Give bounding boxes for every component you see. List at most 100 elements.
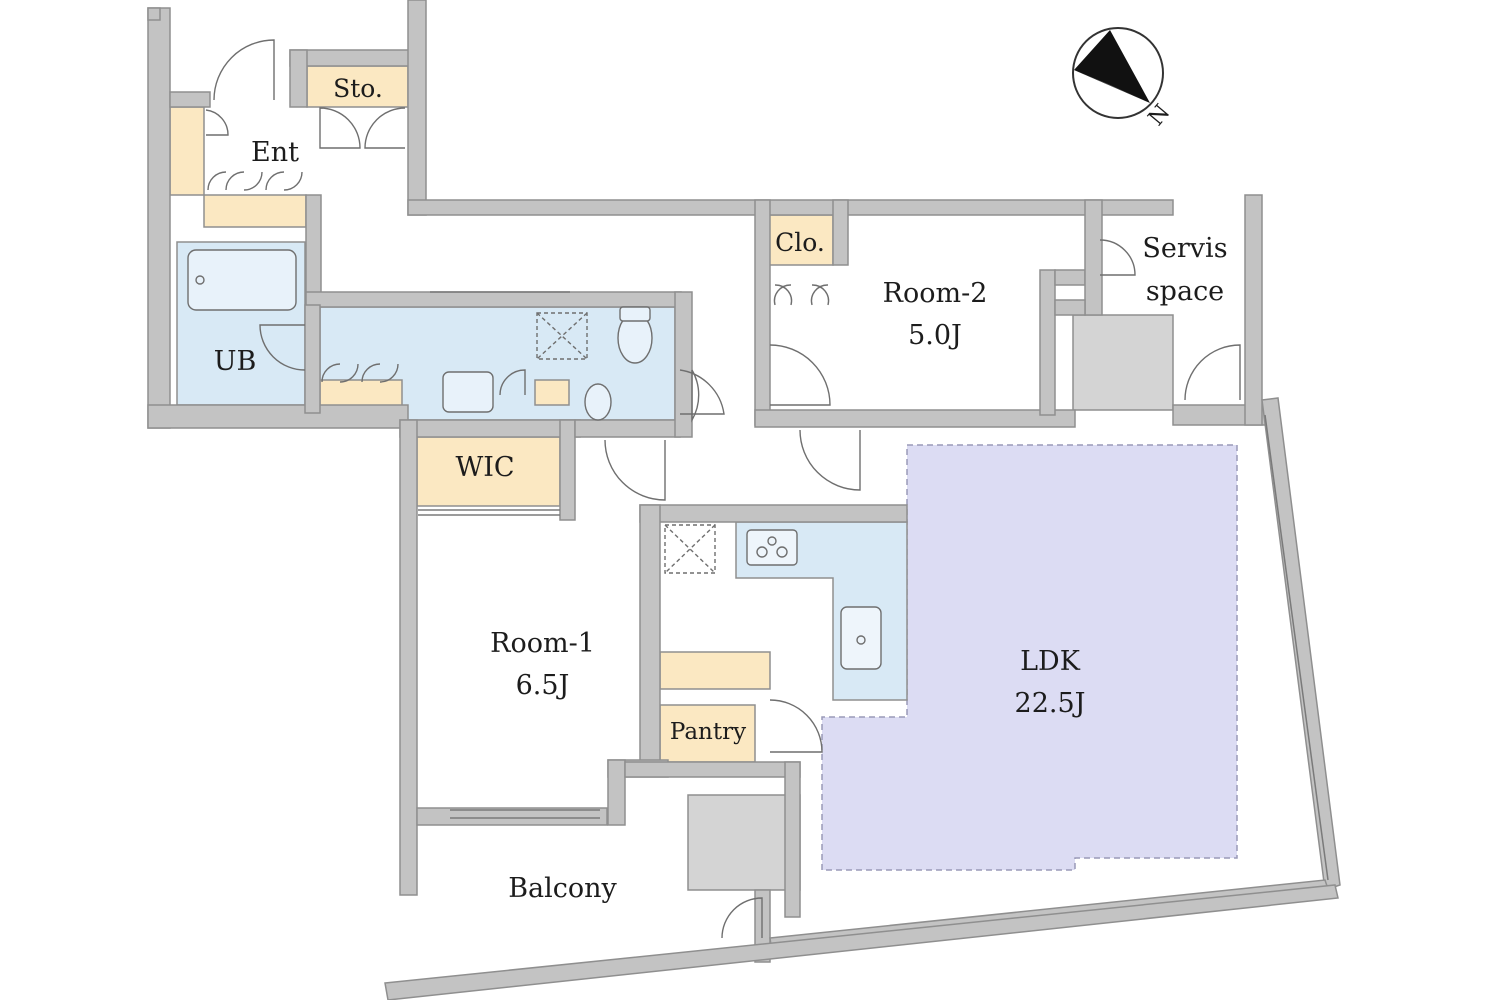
ldk-floor <box>821 444 1238 871</box>
door-swing <box>604 439 666 501</box>
wall <box>147 7 161 21</box>
wall <box>305 194 322 296</box>
room-label-room2-name: Room-2 <box>882 278 988 309</box>
wall <box>399 419 418 896</box>
wall <box>1054 299 1086 316</box>
wall <box>304 304 321 414</box>
room-label-balcony: Balcony <box>508 873 617 904</box>
wall <box>1084 199 1103 316</box>
wall <box>169 91 211 108</box>
storage-ent-shelf-bottom <box>203 194 307 228</box>
toilet-tank <box>619 306 651 322</box>
bathtub-drain <box>195 275 205 285</box>
fridge-space-cross <box>664 524 716 574</box>
room-label-servis: Servis <box>1142 233 1228 264</box>
wall <box>639 504 908 523</box>
wall <box>147 404 409 429</box>
bifold-door <box>207 171 303 191</box>
door-swing <box>364 107 406 149</box>
wall <box>639 504 661 776</box>
wall <box>624 761 801 778</box>
cooktop <box>746 529 798 566</box>
wall <box>674 291 693 438</box>
doors <box>205 39 1241 939</box>
burner <box>776 546 788 558</box>
room-label-room1-size: 6.5J <box>515 670 570 701</box>
door-swing <box>679 369 725 415</box>
door-swing <box>799 429 861 491</box>
door-swing <box>691 369 700 423</box>
pipe-shaft-south <box>687 794 801 891</box>
storage-sto <box>306 65 409 108</box>
bathtub <box>187 249 297 311</box>
fridge-space-cross <box>664 524 716 574</box>
faucet <box>856 635 866 645</box>
fridge-space <box>664 524 716 574</box>
wall <box>289 49 308 108</box>
wall <box>1054 269 1086 286</box>
storage-pantry <box>659 704 756 763</box>
laundry-pan-cross <box>536 312 588 360</box>
wall <box>1244 194 1263 426</box>
hand-sink <box>584 383 612 421</box>
compass-needle-icon <box>1074 70 1150 103</box>
room-label-room1-name: Room-1 <box>490 628 595 659</box>
room-label-room2-size: 5.0J <box>908 320 962 351</box>
storage-ent-shelf-left <box>169 106 205 196</box>
walls <box>147 0 1341 1000</box>
door-swing <box>319 107 361 149</box>
wall <box>559 419 576 521</box>
wall <box>1039 269 1056 416</box>
bifold-door <box>321 363 399 383</box>
room-label-clo: Clo. <box>775 228 825 257</box>
wall <box>1261 397 1341 891</box>
door-swing <box>769 699 823 753</box>
wall <box>407 0 427 216</box>
storage-wash-small <box>534 379 570 406</box>
door-swing <box>499 369 526 396</box>
door-swing <box>1099 239 1136 276</box>
laundry-pan-cross <box>536 312 588 360</box>
room-label-space: space <box>1145 276 1225 307</box>
burner <box>756 546 768 558</box>
wall <box>305 291 682 308</box>
wall <box>416 807 608 826</box>
door-swing <box>205 109 229 136</box>
room-label-sto: Sto. <box>333 74 383 103</box>
storage-kitchen-shelf <box>659 651 771 690</box>
door-swing <box>259 324 306 371</box>
door-swing <box>1184 344 1241 401</box>
laundry-pan <box>536 312 588 360</box>
wall <box>832 199 849 266</box>
wall <box>289 49 411 67</box>
door-swing <box>769 344 831 406</box>
room-label-pantry: Pantry <box>669 719 747 745</box>
wall <box>384 884 1339 1000</box>
wall <box>147 7 171 429</box>
storage-clo <box>767 214 834 266</box>
window <box>1264 414 1329 881</box>
windows <box>418 291 1329 881</box>
compass <box>1072 27 1164 119</box>
wall <box>754 409 1076 428</box>
fixtures <box>187 249 882 670</box>
washbasin <box>442 371 494 413</box>
door-swing <box>721 897 763 939</box>
wall <box>574 419 681 438</box>
room-label-wic: WIC <box>455 452 515 483</box>
room-label-ldk-name: LDK <box>1020 646 1080 677</box>
room-label-ldk-size: 22.5J <box>1014 688 1086 719</box>
room-label-ub: UB <box>213 346 257 377</box>
burner <box>767 536 777 546</box>
kitchen-sink <box>840 606 882 670</box>
wall <box>407 199 1174 216</box>
compass-needle-icon <box>1074 30 1150 103</box>
wall <box>399 419 581 438</box>
wall <box>784 761 801 918</box>
pipe-shaft-north <box>1072 314 1174 411</box>
room-label-ent: Ent <box>251 137 299 168</box>
wall <box>607 759 626 826</box>
bifold-door <box>773 284 830 306</box>
door-swing <box>213 39 275 101</box>
